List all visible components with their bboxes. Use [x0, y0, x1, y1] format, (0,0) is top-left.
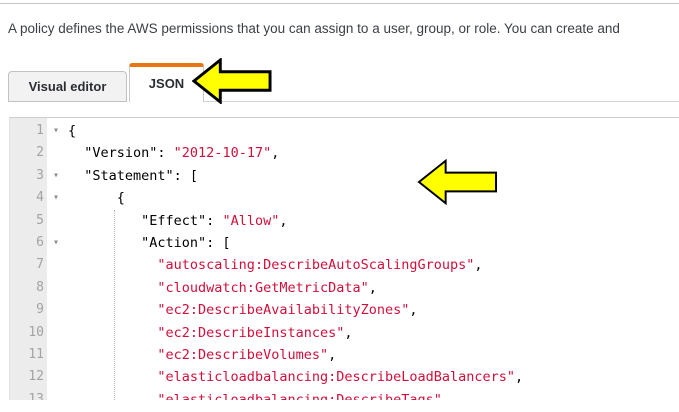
code-text: "Version": "2012-10-17", [68, 142, 279, 164]
json-plain-token: "Version": [68, 145, 174, 162]
json-plain-token [68, 280, 157, 296]
code-text: "elasticloadbalancing:DescribeLoadBalanc… [68, 366, 523, 388]
json-plain-token: , [441, 391, 451, 400]
code-text: "elasticloadbalancing:DescribeTags", [68, 389, 450, 400]
json-plain-token: { [68, 123, 77, 139]
json-string-value: "2012-10-17" [173, 145, 272, 162]
fold-caret-empty [44, 344, 68, 366]
code-line[interactable]: 11 "ec2:DescribeVolumes", [10, 344, 679, 366]
line-number: 13 [28, 391, 44, 400]
fold-caret-empty [44, 210, 68, 232]
code-text: "autoscaling:DescribeAutoScalingGroups", [68, 254, 483, 276]
json-plain-token [68, 302, 157, 318]
code-text: { [68, 120, 76, 142]
tab-baseline-divider [204, 101, 679, 102]
top-divider [0, 3, 679, 4]
code-text: "ec2:DescribeInstances", [68, 322, 352, 344]
json-plain-token: , [515, 369, 524, 386]
code-line[interactable]: 2 "Version": "2012-10-17", [10, 142, 679, 164]
json-plain-token: "Action": [ [68, 234, 231, 251]
json-plain-token: , [474, 257, 483, 274]
json-plain-token: "Statement": [ [68, 167, 199, 184]
line-number: 5 [36, 212, 44, 228]
fold-caret-empty [44, 322, 68, 344]
fold-caret-empty [44, 366, 68, 388]
fold-caret-icon[interactable]: ▾ [52, 125, 60, 136]
json-plain-token [68, 369, 157, 385]
fold-caret-empty [44, 142, 68, 164]
json-string-value: "ec2:DescribeVolumes" [157, 346, 329, 363]
json-plain-token [68, 347, 157, 363]
fold-caret-icon[interactable]: ▾ [52, 169, 60, 181]
json-policy-editor[interactable]: 1 ▾ {2 "Version": "2012-10-17", 3 ▾ "Stateme… [9, 117, 679, 400]
code-line[interactable]: 12 "elasticloadbalancing:DescribeLoadBal… [10, 366, 679, 388]
json-plain-token [68, 392, 157, 400]
line-number: 10 [28, 324, 44, 340]
policy-description-text: A policy defines the AWS permissions tha… [8, 21, 620, 36]
code-line[interactable]: 7 "autoscaling:DescribeAutoScalingGroups… [10, 254, 679, 276]
json-plain-token [68, 325, 157, 341]
yellow-arrow-json-tab-icon [192, 58, 272, 104]
fold-caret-empty [44, 299, 68, 321]
json-plain-token: , [271, 145, 280, 162]
fold-caret-empty [44, 254, 68, 276]
code-line[interactable]: 4 ▾ { [10, 187, 679, 209]
json-string-value: "ec2:DescribeAvailabilityZones" [157, 302, 410, 319]
json-plain-token: , [368, 279, 377, 296]
tab-visual-editor[interactable]: Visual editor [8, 71, 127, 102]
code-text: { [68, 187, 125, 209]
code-text: "ec2:DescribeVolumes", [68, 344, 336, 366]
json-string-value: "ec2:DescribeInstances" [157, 324, 345, 341]
line-number: 1 [36, 123, 44, 138]
editor-gutter [10, 118, 47, 400]
code-line[interactable]: 6 ▾ "Action": [ [10, 232, 679, 254]
fold-caret-empty [44, 277, 68, 299]
line-number: 8 [36, 279, 44, 295]
code-lines: 1 ▾ {2 "Version": "2012-10-17", 3 ▾ "Stateme… [10, 120, 679, 400]
code-line[interactable]: 5 "Effect": "Allow", [10, 210, 679, 232]
json-string-value: "Allow" [222, 212, 280, 229]
code-text: "Statement": [ [68, 165, 198, 187]
line-number: 2 [36, 145, 44, 161]
line-number: 4 [36, 190, 44, 206]
json-plain-token: , [328, 346, 337, 363]
code-text: "cloudwatch:GetMetricData", [68, 277, 377, 299]
line-number: 12 [28, 369, 44, 385]
code-line[interactable]: 9 "ec2:DescribeAvailabilityZones", [10, 299, 679, 321]
code-text: "Action": [ [68, 232, 231, 254]
code-text: "ec2:DescribeAvailabilityZones", [68, 299, 418, 321]
yellow-arrow-statement-line-icon [417, 158, 498, 206]
json-string-value: "elasticloadbalancing:DescribeLoadBalanc… [157, 369, 516, 386]
json-plain-token: "Effect": [68, 212, 223, 229]
json-plain-token [68, 257, 157, 273]
line-number: 6 [36, 234, 44, 250]
json-string-value: "elasticloadbalancing:DescribeTags" [157, 391, 442, 400]
code-line[interactable]: 10 "ec2:DescribeInstances", [10, 322, 679, 344]
json-plain-token: { [68, 190, 125, 207]
json-plain-token: , [279, 212, 288, 229]
tab-json[interactable]: JSON [129, 63, 204, 102]
line-number: 11 [28, 346, 44, 362]
fold-caret-icon[interactable]: ▾ [52, 192, 60, 204]
code-line[interactable]: 3 ▾ "Statement": [ [10, 165, 679, 187]
fold-caret-icon[interactable]: ▾ [52, 236, 60, 248]
json-string-value: "autoscaling:DescribeAutoScalingGroups" [157, 257, 475, 274]
indent-guide [114, 210, 115, 400]
code-line[interactable]: 13 "elasticloadbalancing:DescribeTags", [10, 389, 679, 400]
json-plain-token: , [344, 324, 353, 341]
code-line[interactable]: 1 ▾ { [10, 120, 679, 142]
code-line[interactable]: 8 "cloudwatch:GetMetricData", [10, 277, 679, 299]
fold-caret-empty [44, 389, 68, 400]
code-text: "Effect": "Allow", [68, 210, 287, 232]
line-number: 3 [36, 167, 44, 183]
json-plain-token: , [409, 302, 418, 319]
line-number: 7 [36, 257, 44, 273]
line-number: 9 [36, 302, 44, 318]
json-string-value: "cloudwatch:GetMetricData" [157, 279, 369, 296]
